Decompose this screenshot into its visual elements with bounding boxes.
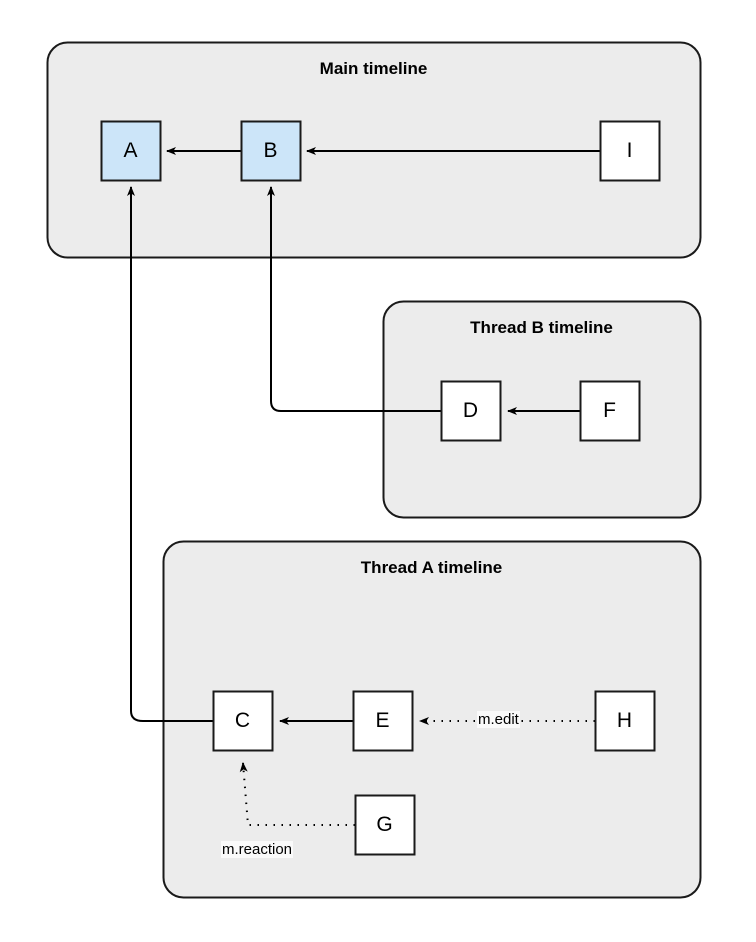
- node-box-H[interactable]: [594, 690, 656, 752]
- node-box-E[interactable]: [352, 690, 414, 752]
- node-box-I[interactable]: [599, 120, 661, 182]
- edge-label-G-to-C: m.reaction: [221, 841, 294, 858]
- group-title-threadA: Thread A timeline: [360, 558, 503, 577]
- group-title-threadB: Thread B timeline: [470, 318, 613, 337]
- node-box-G[interactable]: [354, 794, 416, 856]
- node-box-C[interactable]: [212, 690, 274, 752]
- group-title-main: Main timeline: [319, 59, 428, 78]
- node-box-B[interactable]: [240, 120, 302, 182]
- nodes-layer: [100, 120, 661, 856]
- edges-layer: [127, 147, 600, 826]
- node-label-E: E: [375, 708, 390, 732]
- node-box-D[interactable]: [440, 380, 502, 442]
- node-label-A: A: [123, 138, 138, 162]
- node-label-H: H: [616, 708, 633, 732]
- edge-C-to-A: [127, 186, 213, 722]
- node-label-B: B: [263, 138, 278, 162]
- node-label-D: D: [462, 398, 479, 422]
- node-label-F: F: [603, 398, 616, 422]
- edge-label-H-to-E: m.edit: [477, 711, 520, 728]
- node-box-A[interactable]: [100, 120, 162, 182]
- node-label-G: G: [376, 812, 393, 836]
- group-containers: [46, 41, 702, 899]
- node-label-C: C: [234, 708, 251, 732]
- node-box-F[interactable]: [579, 380, 641, 442]
- group-box-threadB: [382, 300, 702, 519]
- group-box-threadA: [162, 540, 702, 899]
- node-label-I: I: [626, 138, 633, 162]
- edge-D-to-B: [267, 186, 441, 412]
